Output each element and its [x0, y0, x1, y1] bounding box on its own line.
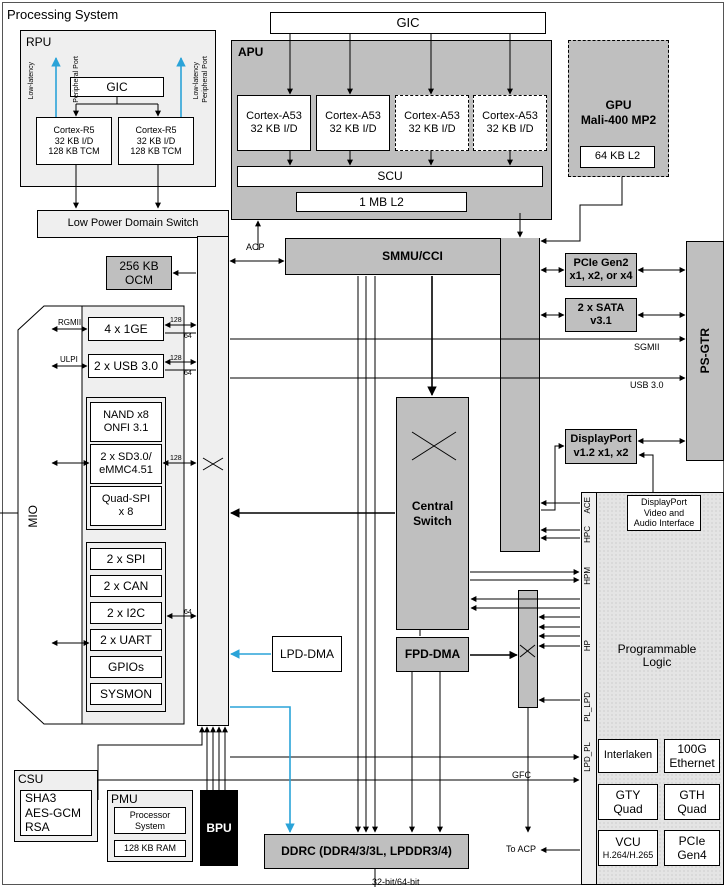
- gige-block: 4 x 1GE: [88, 317, 164, 341]
- apu-scu: SCU: [237, 166, 543, 187]
- i2c-block: 2 x I2C: [90, 602, 162, 624]
- gpu-l2-cache: 64 KB L2: [580, 146, 655, 168]
- bpu-block: BPU: [200, 790, 238, 866]
- width-64-label-1: 64: [184, 333, 192, 340]
- pmu-ram: 128 KB RAM: [114, 840, 186, 857]
- ddrc-block: DDRC (DDR4/3/3L, LPDDR3/4): [264, 834, 469, 869]
- fpd-dma-block: FPD-DMA: [396, 637, 469, 672]
- port-pl-lpd: PL_LPD: [583, 692, 592, 722]
- rgmii-label: RGMII: [58, 318, 82, 327]
- sgmii-label: SGMII: [634, 342, 660, 352]
- rpu-title: RPU: [26, 35, 52, 49]
- lpd-dma-block: LPD-DMA: [272, 636, 342, 672]
- sd-emmc-block: 2 x SD3.0/eMMC4.51: [90, 444, 162, 484]
- gfc-label: GFC: [512, 770, 531, 780]
- rpu-gic: GIC: [70, 77, 164, 97]
- apu-gic: GIC: [270, 12, 546, 34]
- usb-block: 2 x USB 3.0: [88, 354, 164, 378]
- pmu-title: PMU: [111, 792, 138, 806]
- can-block: 2 x CAN: [90, 575, 162, 597]
- port-hp: HP: [583, 640, 592, 652]
- bottom-bus-label: 32-bit/64-bit: [372, 877, 420, 887]
- pl-interconnect-bar: [518, 590, 538, 708]
- width-128-label-2: 128: [170, 355, 182, 362]
- port-hpm: HPM: [583, 567, 592, 585]
- pl-port-strip: [581, 492, 597, 885]
- usb30-label: USB 3.0: [630, 380, 664, 390]
- ulpi-label: ULPI: [60, 355, 78, 364]
- smmu-corner-fill: [501, 238, 539, 276]
- ps-gtr-block: PS-GTR: [686, 241, 724, 461]
- acp-label: ACP: [246, 242, 265, 252]
- port-hpc: HPC: [583, 526, 592, 543]
- width-128-label-1: 128: [170, 317, 182, 324]
- width-64-label-2: 64: [184, 370, 192, 377]
- apu-l2-cache: 1 MB L2: [296, 192, 467, 212]
- port-ace: ACE: [583, 497, 592, 514]
- smmu-cci: SMMU/CCI: [285, 238, 540, 275]
- low-power-domain-switch: Low Power Domain Switch: [37, 210, 229, 238]
- smmu-cci-extension: [500, 238, 540, 552]
- width-128-label-3: 128: [170, 455, 182, 462]
- programmable-logic-region: [581, 492, 724, 885]
- lpd-switch-bar: [197, 236, 229, 726]
- apu-title: APU: [238, 45, 264, 59]
- gpio-block: GPIOs: [90, 656, 162, 678]
- width-64-label-3: 64: [184, 609, 192, 616]
- spi-block: 2 x SPI: [90, 548, 162, 570]
- processing-system-title: Processing System: [7, 7, 119, 22]
- mio-label: MIO: [26, 505, 40, 528]
- csu-title: CSU: [18, 772, 44, 786]
- interlaken-block: Interlaken: [598, 739, 658, 773]
- port-lpd-pl: LPD_PL: [583, 742, 592, 772]
- sysmon-block: SYSMON: [90, 683, 162, 705]
- to-acp-label: To ACP: [506, 844, 537, 854]
- uart-block: 2 x UART: [90, 629, 162, 651]
